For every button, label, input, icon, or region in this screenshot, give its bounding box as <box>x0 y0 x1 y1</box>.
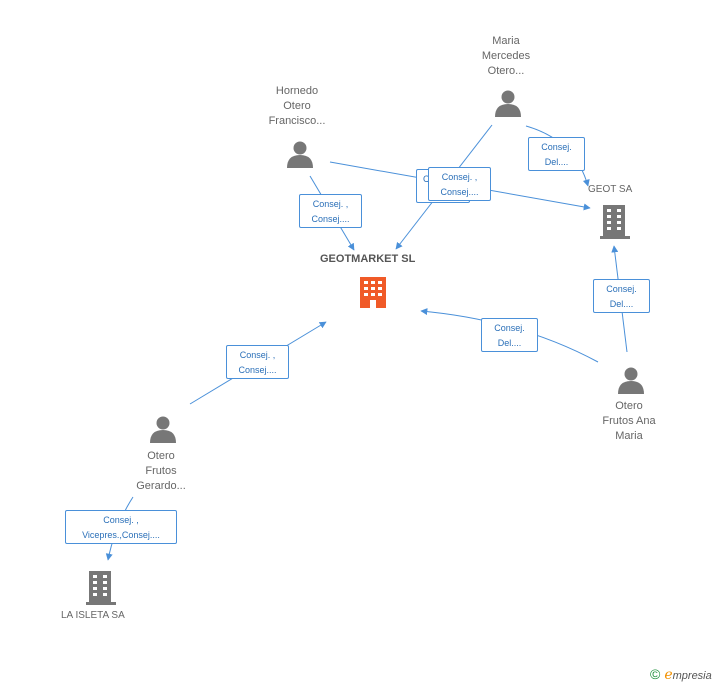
building-icon[interactable] <box>84 569 118 605</box>
edge-label-maria-center[interactable]: Consej. ,Consej.... <box>428 167 491 201</box>
company-label-isleta[interactable]: LA ISLETA SA <box>61 610 125 621</box>
person-icon[interactable] <box>494 89 522 117</box>
building-icon[interactable] <box>598 203 632 239</box>
building-icon[interactable] <box>358 274 388 308</box>
company-label-geot[interactable]: GEOT SA <box>588 184 633 195</box>
edge-label-maria-geot[interactable]: Consej.Del.... <box>528 137 585 171</box>
edge-label-ana-center[interactable]: Consej.Del.... <box>481 318 538 352</box>
copyright-symbol: © <box>650 666 661 682</box>
person-icon[interactable] <box>149 415 177 443</box>
person-icon[interactable] <box>617 366 645 394</box>
brand-logo-text: mpresia <box>672 670 712 682</box>
person-icon[interactable] <box>286 140 314 168</box>
copyright-notice: ©empresia <box>650 666 712 683</box>
edge-label-hornedo-center[interactable]: Consej. ,Consej.... <box>299 194 362 228</box>
edge-label-ana-geot[interactable]: Consej.Del.... <box>593 279 650 313</box>
center-company-label[interactable]: GEOTMARKET SL <box>320 253 416 265</box>
brand-logo-initial: e <box>664 667 673 683</box>
edge-label-gerardo-isleta[interactable]: Consej. ,Vicepres.,Consej.... <box>65 510 177 544</box>
edge-label-gerardo-center[interactable]: Consej. ,Consej.... <box>226 345 289 379</box>
